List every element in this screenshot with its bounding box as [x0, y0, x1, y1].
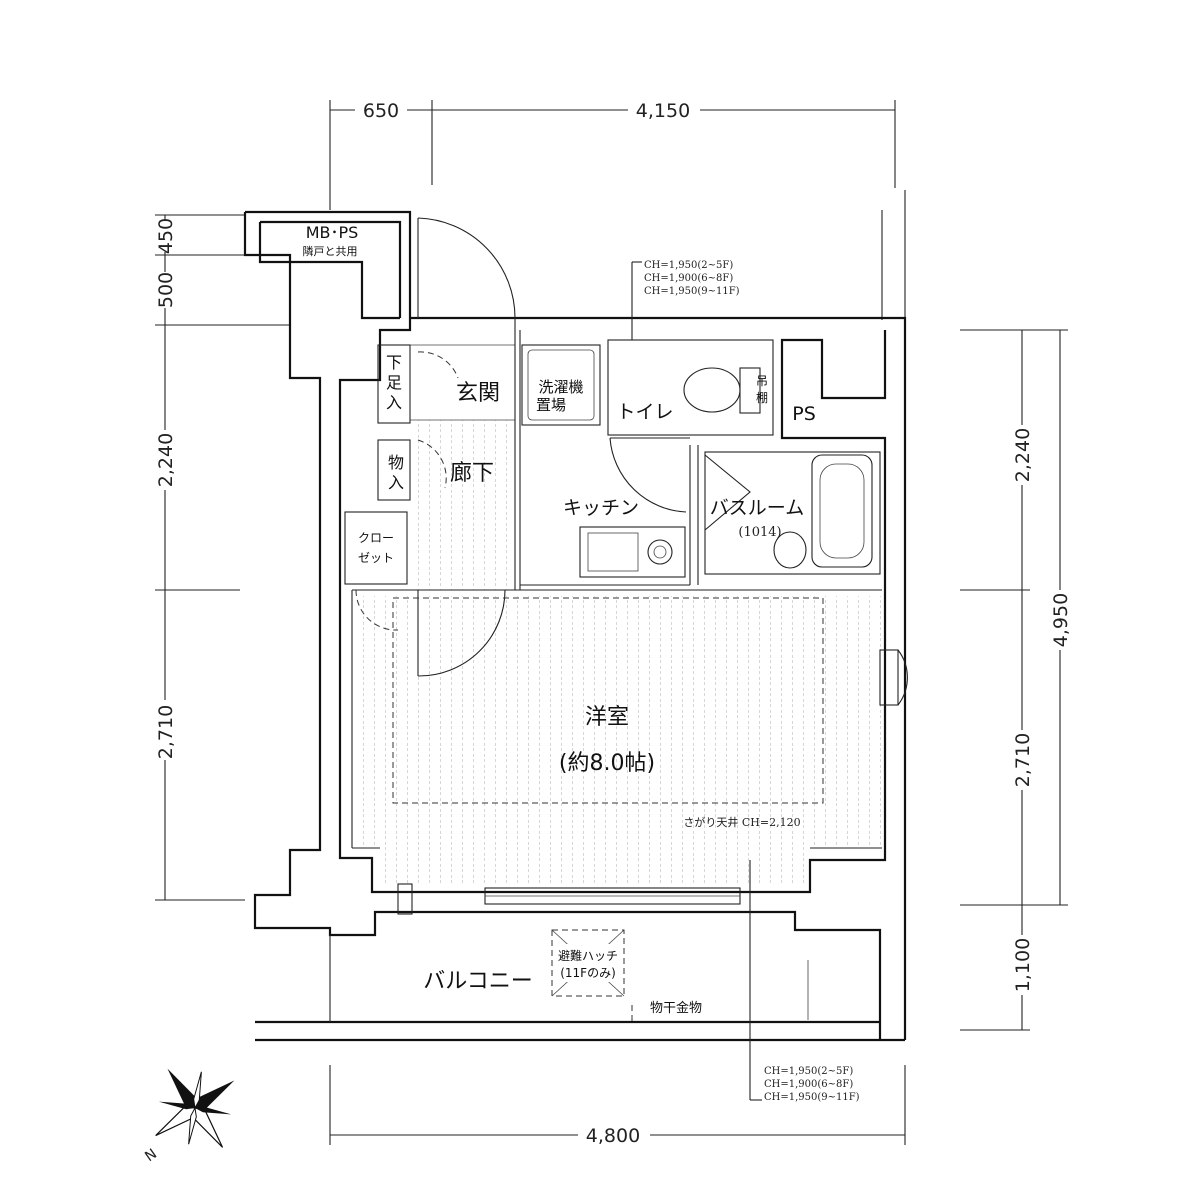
- ceiling-note-top: CH=1,950(2~5F) CH=1,900(6~8F) CH=1,950(9…: [631, 260, 740, 340]
- bath-size-label: (1014): [738, 525, 781, 540]
- dim-bottom: 4,800: [586, 1125, 640, 1147]
- ch-bottom-2: CH=1,900(6~8F): [764, 1079, 853, 1090]
- dim-top-right: 4,150: [636, 100, 690, 122]
- youshitsu-area: [351, 589, 908, 915]
- hatch-label-2: (11Fのみ): [560, 966, 616, 980]
- rouka-label: 廊下: [450, 461, 494, 486]
- monoire-label-2: 入: [388, 473, 404, 492]
- getabako-label-2: 足: [386, 373, 402, 392]
- dim-left-450: 450: [155, 218, 177, 254]
- compass-north-label: N: [142, 1146, 160, 1165]
- dim-right-1100: 1,100: [1012, 938, 1034, 992]
- tana-label-2: 棚: [756, 390, 768, 405]
- tana-label-1: 吊: [756, 374, 768, 388]
- getabako-label-3: 入: [386, 393, 402, 412]
- youshitsu-size-label: (約8.0帖): [559, 751, 655, 776]
- window-alcove-floor: [380, 846, 810, 886]
- monohoshi-label: 物干金物: [650, 1000, 702, 1016]
- dim-right-2240: 2,240: [1012, 428, 1034, 482]
- youshitsu-floor: [352, 596, 882, 846]
- hatch-label-1: 避難ハッチ: [558, 948, 618, 963]
- balcony-area: [551, 860, 809, 1100]
- ch-top-1: CH=1,950(2~5F): [644, 260, 733, 271]
- rouka-floor: [418, 420, 513, 590]
- genkan-label: 玄関: [456, 381, 500, 406]
- balcony-label: バルコニー: [423, 969, 533, 994]
- ceiling-drop-note: さがり天井 CH=2,120: [683, 815, 800, 829]
- ceiling-note-bottom: CH=1,950(2~5F) CH=1,900(6~8F) CH=1,950(9…: [750, 1066, 860, 1103]
- closet-label-2: ゼット: [358, 551, 394, 565]
- dim-left-2710: 2,710: [155, 705, 177, 759]
- getabako-label-1: 下: [386, 353, 402, 372]
- ch-bottom-3: CH=1,950(9~11F): [764, 1092, 860, 1103]
- wet-area: [520, 339, 881, 586]
- mbps-label: MB･PS: [306, 223, 359, 242]
- closet-label-1: クロー: [358, 531, 394, 545]
- dim-left-group: 450 500 2,240 2,710: [154, 218, 177, 760]
- toilet-label: トイレ: [616, 401, 673, 423]
- kitchen-label: キッチン: [563, 497, 639, 519]
- senta-label-2: 置場: [536, 396, 566, 414]
- ch-bottom-1: CH=1,950(2~5F): [764, 1066, 853, 1077]
- mbps-shared-label: 隣戸と共用: [303, 244, 358, 258]
- monoire-label-1: 物: [388, 453, 404, 472]
- dim-right-4950: 4,950: [1050, 593, 1072, 647]
- bath-label: バスルーム: [710, 497, 804, 519]
- ps-label: PS: [792, 403, 816, 425]
- ch-top-2: CH=1,900(6~8F): [644, 273, 733, 284]
- dim-top-left: 650: [363, 100, 399, 122]
- outer-walls: [243, 210, 907, 1042]
- senta-label-1: 洗濯機: [538, 378, 583, 396]
- dim-right-2710: 2,710: [1012, 733, 1034, 787]
- ch-top-3: CH=1,950(9~11F): [644, 286, 740, 297]
- youshitsu-label: 洋室: [585, 705, 629, 730]
- dim-right-group: 2,240 2,710 4,950 1,100: [1011, 425, 1072, 995]
- entrance-area: [344, 217, 521, 677]
- dim-left-500: 500: [155, 272, 177, 308]
- dim-left-2240: 2,240: [155, 433, 177, 487]
- compass-icon: [155, 1068, 235, 1148]
